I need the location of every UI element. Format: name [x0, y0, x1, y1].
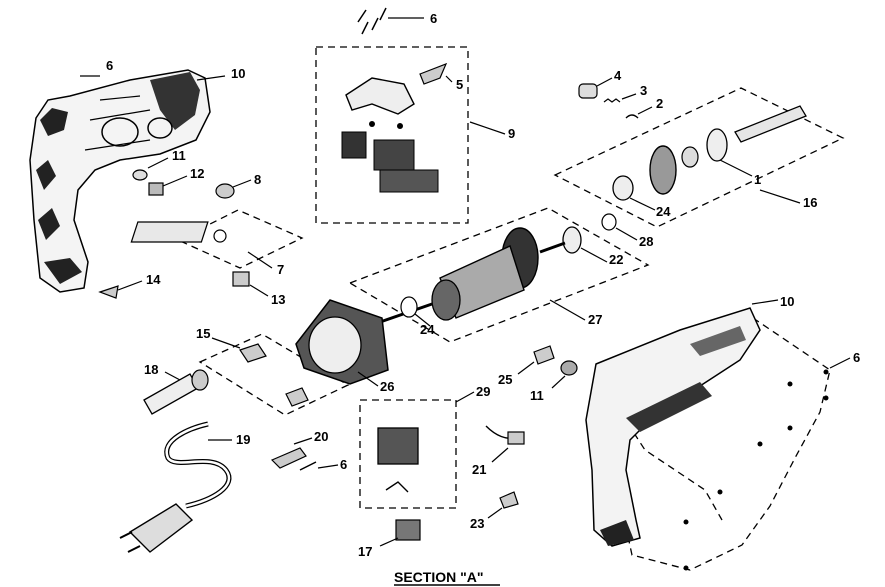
leader-10-left [196, 75, 226, 81]
field-stator [295, 299, 389, 385]
armature-group-outline [348, 207, 650, 343]
part-11-bushing [132, 169, 148, 181]
label-17: 17 [358, 544, 372, 559]
part-4-knob [578, 83, 598, 99]
part-28-washer [601, 213, 617, 231]
switch-body [341, 121, 439, 193]
section-caption: SECTION "A" [394, 569, 484, 585]
part-25-terminal [533, 345, 555, 365]
label-16: 16 [803, 195, 817, 210]
part-3-spring [603, 98, 621, 103]
brush-parts [239, 343, 309, 407]
label-21: 21 [472, 462, 486, 477]
label-14: 14 [146, 272, 161, 287]
label-27: 27 [588, 312, 602, 327]
label-10-left: 10 [231, 66, 245, 81]
label-11-right: 11 [530, 388, 544, 403]
switch-group-outline [359, 399, 457, 509]
label-2: 2 [656, 96, 663, 111]
label-19: 19 [236, 432, 250, 447]
label-24-top: 24 [656, 204, 671, 219]
part-11-nut [560, 360, 578, 376]
brush-group-outline [198, 333, 350, 416]
label-12: 12 [190, 166, 204, 181]
label-25: 25 [498, 372, 512, 387]
part-14-clamp [98, 285, 119, 299]
label-11-left: 11 [172, 148, 186, 163]
label-6-right: 6 [853, 350, 860, 365]
part-21-cord-clamp [485, 425, 525, 445]
part-7-brush-holder [130, 221, 227, 243]
gear-shaft-group-outline [553, 87, 845, 228]
label-6-left: 6 [106, 58, 113, 73]
label-7: 7 [277, 262, 284, 277]
label-28: 28 [639, 234, 653, 249]
label-15: 15 [196, 326, 210, 341]
power-cord [119, 421, 232, 553]
cord-protector [143, 369, 209, 415]
screws-6-top [357, 7, 387, 35]
label-23: 23 [470, 516, 484, 531]
label-6-bottom: 6 [340, 457, 347, 472]
armature [379, 226, 582, 324]
switch-assembly-group-outline [315, 46, 469, 224]
right-housing-half [585, 307, 761, 547]
trigger-switch [377, 427, 419, 493]
label-13: 13 [271, 292, 285, 307]
label-10-right: 10 [780, 294, 794, 309]
label-29: 29 [476, 384, 490, 399]
part-20-wire-clip [270, 447, 317, 471]
part-23-clip [499, 491, 519, 509]
label-26: 26 [380, 379, 394, 394]
label-4: 4 [614, 68, 622, 83]
housing-screws-outline [617, 317, 831, 571]
part-8-bushing [215, 183, 235, 199]
part-17-terminal-block [395, 519, 421, 541]
label-1: 1 [754, 172, 761, 187]
label-18: 18 [144, 362, 158, 377]
label-24-bottom: 24 [420, 322, 435, 337]
label-22: 22 [609, 252, 623, 267]
left-housing-half [29, 69, 211, 293]
switch-cover [345, 62, 448, 115]
label-6-top: 6 [430, 11, 437, 26]
screws-6-right [683, 369, 829, 571]
label-5: 5 [456, 77, 463, 92]
part-13-brush [232, 271, 250, 287]
part-2-clip [625, 114, 639, 119]
part-12-clip [148, 182, 164, 196]
label-9: 9 [508, 126, 515, 141]
label-20: 20 [314, 429, 328, 444]
label-3: 3 [640, 83, 647, 98]
part-1-spindle [612, 105, 807, 201]
brush-holder-group-outline [176, 209, 304, 269]
label-8: 8 [254, 172, 261, 187]
